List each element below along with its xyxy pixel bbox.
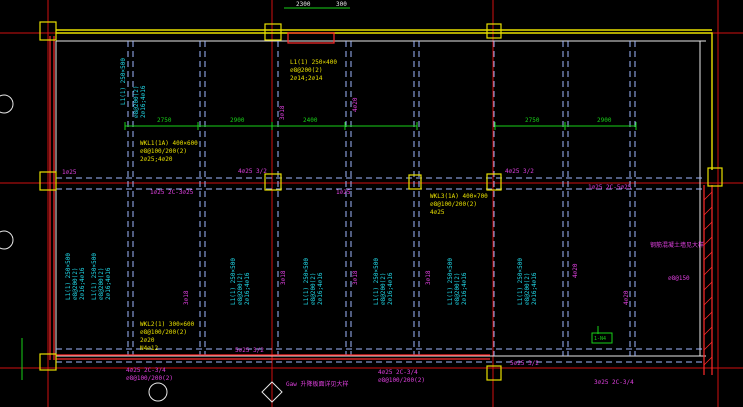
vert-mark-4: 3⌀18	[425, 270, 432, 285]
dimension-lines	[21, 7, 637, 380]
vbeam-1-line-1: L1(1) 250×500	[65, 253, 72, 300]
beam-tag-left-2: ⌀8@100/200(2)	[140, 148, 187, 155]
vbeam-7-line-1: L1(1) 250×500	[517, 258, 524, 305]
vbeam-2-line-2: ⌀8@200(2)	[98, 267, 105, 300]
beam-tag-center-1: WKL3(1A) 400×700	[430, 193, 488, 200]
vbeam-1-line-2: ⌀8@200(2)	[72, 267, 79, 300]
bottom-tag-2: ⌀8@100/200(2)	[126, 375, 173, 382]
vbeam-7-line-3: 2⌀16;4⌀16	[531, 272, 538, 305]
bottom-beam-mark-2: 5⌀25 3/2	[510, 360, 539, 367]
mid-beam-tag-2: 4⌀25 3/2	[238, 168, 267, 175]
bottom-tag-1: 4⌀25 2C-3/4	[126, 367, 166, 374]
bottom-tag-4: ⌀8@100/200(2)	[378, 377, 425, 384]
vbeam-4-line-2: ⌀8@200(2)	[310, 272, 317, 305]
vbeam-2-line-1: L1(1) 250×500	[91, 253, 98, 300]
axis-bubbles	[0, 94, 283, 403]
beam-tag-left-3: 2⌀25;4⌀20	[140, 156, 173, 163]
wall-hatch-right	[703, 191, 713, 366]
beam-tag-center-2: ⌀8@100/200(2)	[430, 201, 477, 208]
mid-beam-tag-1: 1⌀25 2C-3⌀25	[150, 189, 194, 196]
slab-boundary	[56, 29, 713, 170]
note-right-sub: ⌀8@150	[668, 275, 690, 282]
top-dim-2: 300	[336, 1, 347, 8]
vert-mark-2: 3⌀18	[280, 270, 287, 285]
left-col-mark-1: 1⌀25	[62, 169, 77, 176]
vbeam-8-line-3: 2⌀16;4⌀16	[140, 85, 147, 118]
span-3: 2400	[303, 117, 318, 124]
bottom-tag-3: 4⌀25 2C-3/4	[378, 369, 418, 376]
vbeam-5-line-2: ⌀8@200(2)	[380, 272, 387, 305]
bottom-left-tag-3: 2⌀20	[140, 337, 155, 344]
vbeam-2-line-3: 2⌀16;4⌀16	[105, 267, 112, 300]
bottom-right-mark: 3⌀25 2C-3/4	[594, 379, 634, 386]
vbeam-7-line-2: ⌀8@200(2)	[524, 272, 531, 305]
bottom-left-tag-1: WKL2(1) 300×600	[140, 321, 195, 328]
vert-mark-3: 3⌀18	[352, 270, 359, 285]
beam-dashed	[56, 41, 706, 363]
beam-tag-top-3: 2⌀14;2⌀14	[290, 75, 323, 82]
bottom-left-tag-4: N4⌀12	[140, 345, 158, 352]
green-box	[591, 332, 613, 344]
span-5: 2900	[597, 117, 612, 124]
span-2: 2900	[230, 117, 245, 124]
mid-beam-tag-3: 4⌀25 3/2	[505, 168, 534, 175]
vbeam-6-line-3: 2⌀16;4⌀16	[461, 272, 468, 305]
vbeam-8-line-2: ⌀8@200(2)	[133, 85, 140, 118]
vbeam-5-line-1: L1(1) 250×500	[373, 258, 380, 305]
vert-mark-5: 4⌀20	[572, 263, 579, 278]
vert-mark-6: 4⌀20	[623, 290, 630, 305]
vbeam-3-line-2: ⌀8@200(2)	[237, 272, 244, 305]
span-4: 2750	[525, 117, 540, 124]
vbeam-3-line-1: L1(1) 250×500	[230, 258, 237, 305]
vbeam-4-line-3: 2⌀16;4⌀16	[317, 272, 324, 305]
span-1: 2750	[157, 117, 172, 124]
wall-hatch	[49, 32, 713, 375]
vbeam-3-line-3: 2⌀16;4⌀16	[244, 272, 251, 305]
bottom-left-tag-2: ⌀8@100/200(2)	[140, 329, 187, 336]
beam-tag-right-top: 1⌀25 2C-5⌀25	[588, 184, 632, 191]
vbeam-8-line-1: L1(1) 250×500	[120, 58, 127, 105]
vert-mark-7: 3⌀18	[279, 105, 286, 120]
beam-tag-top-1: L1(1) 250×400	[290, 59, 337, 66]
bottom-beam-mark-1: 5⌀25 3/2	[235, 347, 264, 354]
note-bottom: Gaw 升降板面详见大样	[286, 380, 348, 388]
vbeam-1-line-3: 2⌀16;4⌀16	[79, 267, 86, 300]
vert-mark-1: 3⌀18	[183, 290, 190, 305]
vert-mark-8: 4⌀20	[352, 97, 359, 112]
vbeam-4-line-1: L1(1) 250×500	[303, 258, 310, 305]
green-box-label: 1-N4	[594, 336, 606, 342]
beam-tag-center-3: 4⌀25	[430, 209, 445, 216]
top-dim-1: 2300	[296, 1, 311, 8]
beam-tag-left-1: WKL1(1A) 400×600	[140, 140, 198, 147]
left-col-mark-2: 1⌀25	[336, 189, 351, 196]
beam-outlines	[55, 40, 706, 357]
note-right: 钢筋混凝土墙见大样	[650, 241, 704, 249]
vbeam-6-line-2: ⌀8@200(2)	[454, 272, 461, 305]
vbeam-5-line-3: 2⌀16;4⌀16	[387, 272, 394, 305]
beam-tag-top-2: ⌀8@200(2)	[290, 67, 323, 74]
vbeam-6-line-1: L1(1) 250×500	[447, 258, 454, 305]
columns	[39, 21, 723, 381]
